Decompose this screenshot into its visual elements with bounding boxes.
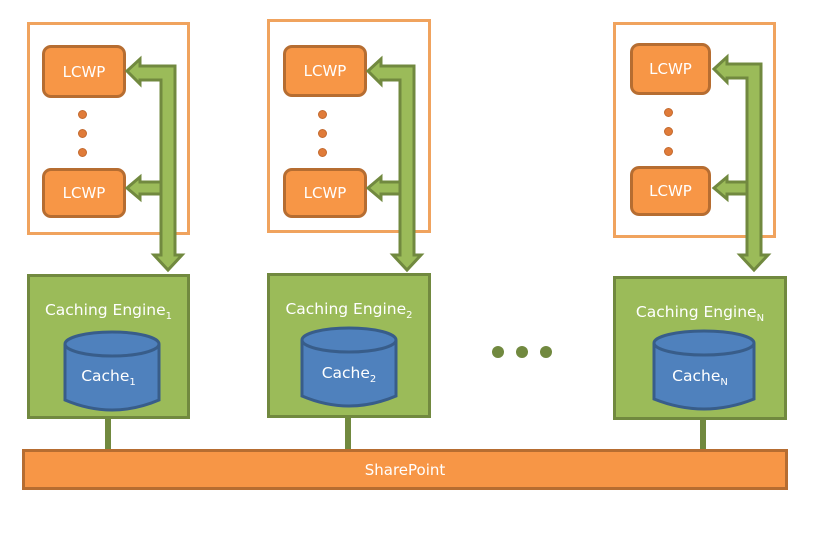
dot-icon <box>318 129 327 138</box>
connector-line <box>105 419 111 450</box>
cache-name: Cache <box>81 367 130 385</box>
cache-name: Cache <box>321 364 370 382</box>
lcwp-box: LCWP <box>283 168 367 218</box>
database-cylinder-icon <box>300 326 398 408</box>
lcwp-box: LCWP <box>630 166 711 216</box>
dot-icon <box>78 129 87 138</box>
engine-name: Caching Engine <box>635 303 757 321</box>
cache-subscript: 2 <box>369 374 377 386</box>
cache-label: CacheN <box>616 367 784 388</box>
ellipsis-dot-icon <box>516 346 528 358</box>
dot-icon <box>78 148 87 157</box>
dot-icon <box>664 108 673 117</box>
dot-icon <box>318 148 327 157</box>
engine-label: Caching Engine1 <box>30 301 187 322</box>
engine-label: Caching EngineN <box>616 303 784 324</box>
connector-line <box>345 418 351 450</box>
database-cylinder-icon <box>63 330 161 412</box>
engine-name: Caching Engine <box>44 301 166 319</box>
lcwp-box: LCWP <box>283 45 367 97</box>
connector-line <box>700 420 706 450</box>
lcwp-box: LCWP <box>630 43 711 95</box>
engine-subscript: N <box>756 313 765 325</box>
cache-subscript: 1 <box>129 377 136 389</box>
database-cylinder-icon <box>652 329 756 411</box>
cache-label: Cache2 <box>270 364 428 385</box>
engine-label: Caching Engine2 <box>270 300 428 321</box>
cache-label: Cache1 <box>30 367 187 388</box>
engine-subscript: 1 <box>165 311 173 323</box>
lcwp-box: LCWP <box>42 168 126 218</box>
caching-engine-1: Caching Engine1 Cache1 <box>27 274 190 419</box>
lcwp-box: LCWP <box>42 45 126 98</box>
cache-name: Cache <box>672 367 721 385</box>
sharepoint-bus: SharePoint <box>22 449 788 490</box>
dot-icon <box>318 110 327 119</box>
dot-icon <box>664 147 673 156</box>
ellipsis-dot-icon <box>540 346 552 358</box>
dot-icon <box>664 127 673 136</box>
ellipsis-dot-icon <box>492 346 504 358</box>
dot-icon <box>78 110 87 119</box>
caching-engine-n: Caching EngineN CacheN <box>613 276 787 420</box>
caching-engine-2: Caching Engine2 Cache2 <box>267 273 431 418</box>
engine-name: Caching Engine <box>285 300 407 318</box>
cache-subscript: N <box>720 377 728 389</box>
engine-subscript: 2 <box>406 310 413 322</box>
